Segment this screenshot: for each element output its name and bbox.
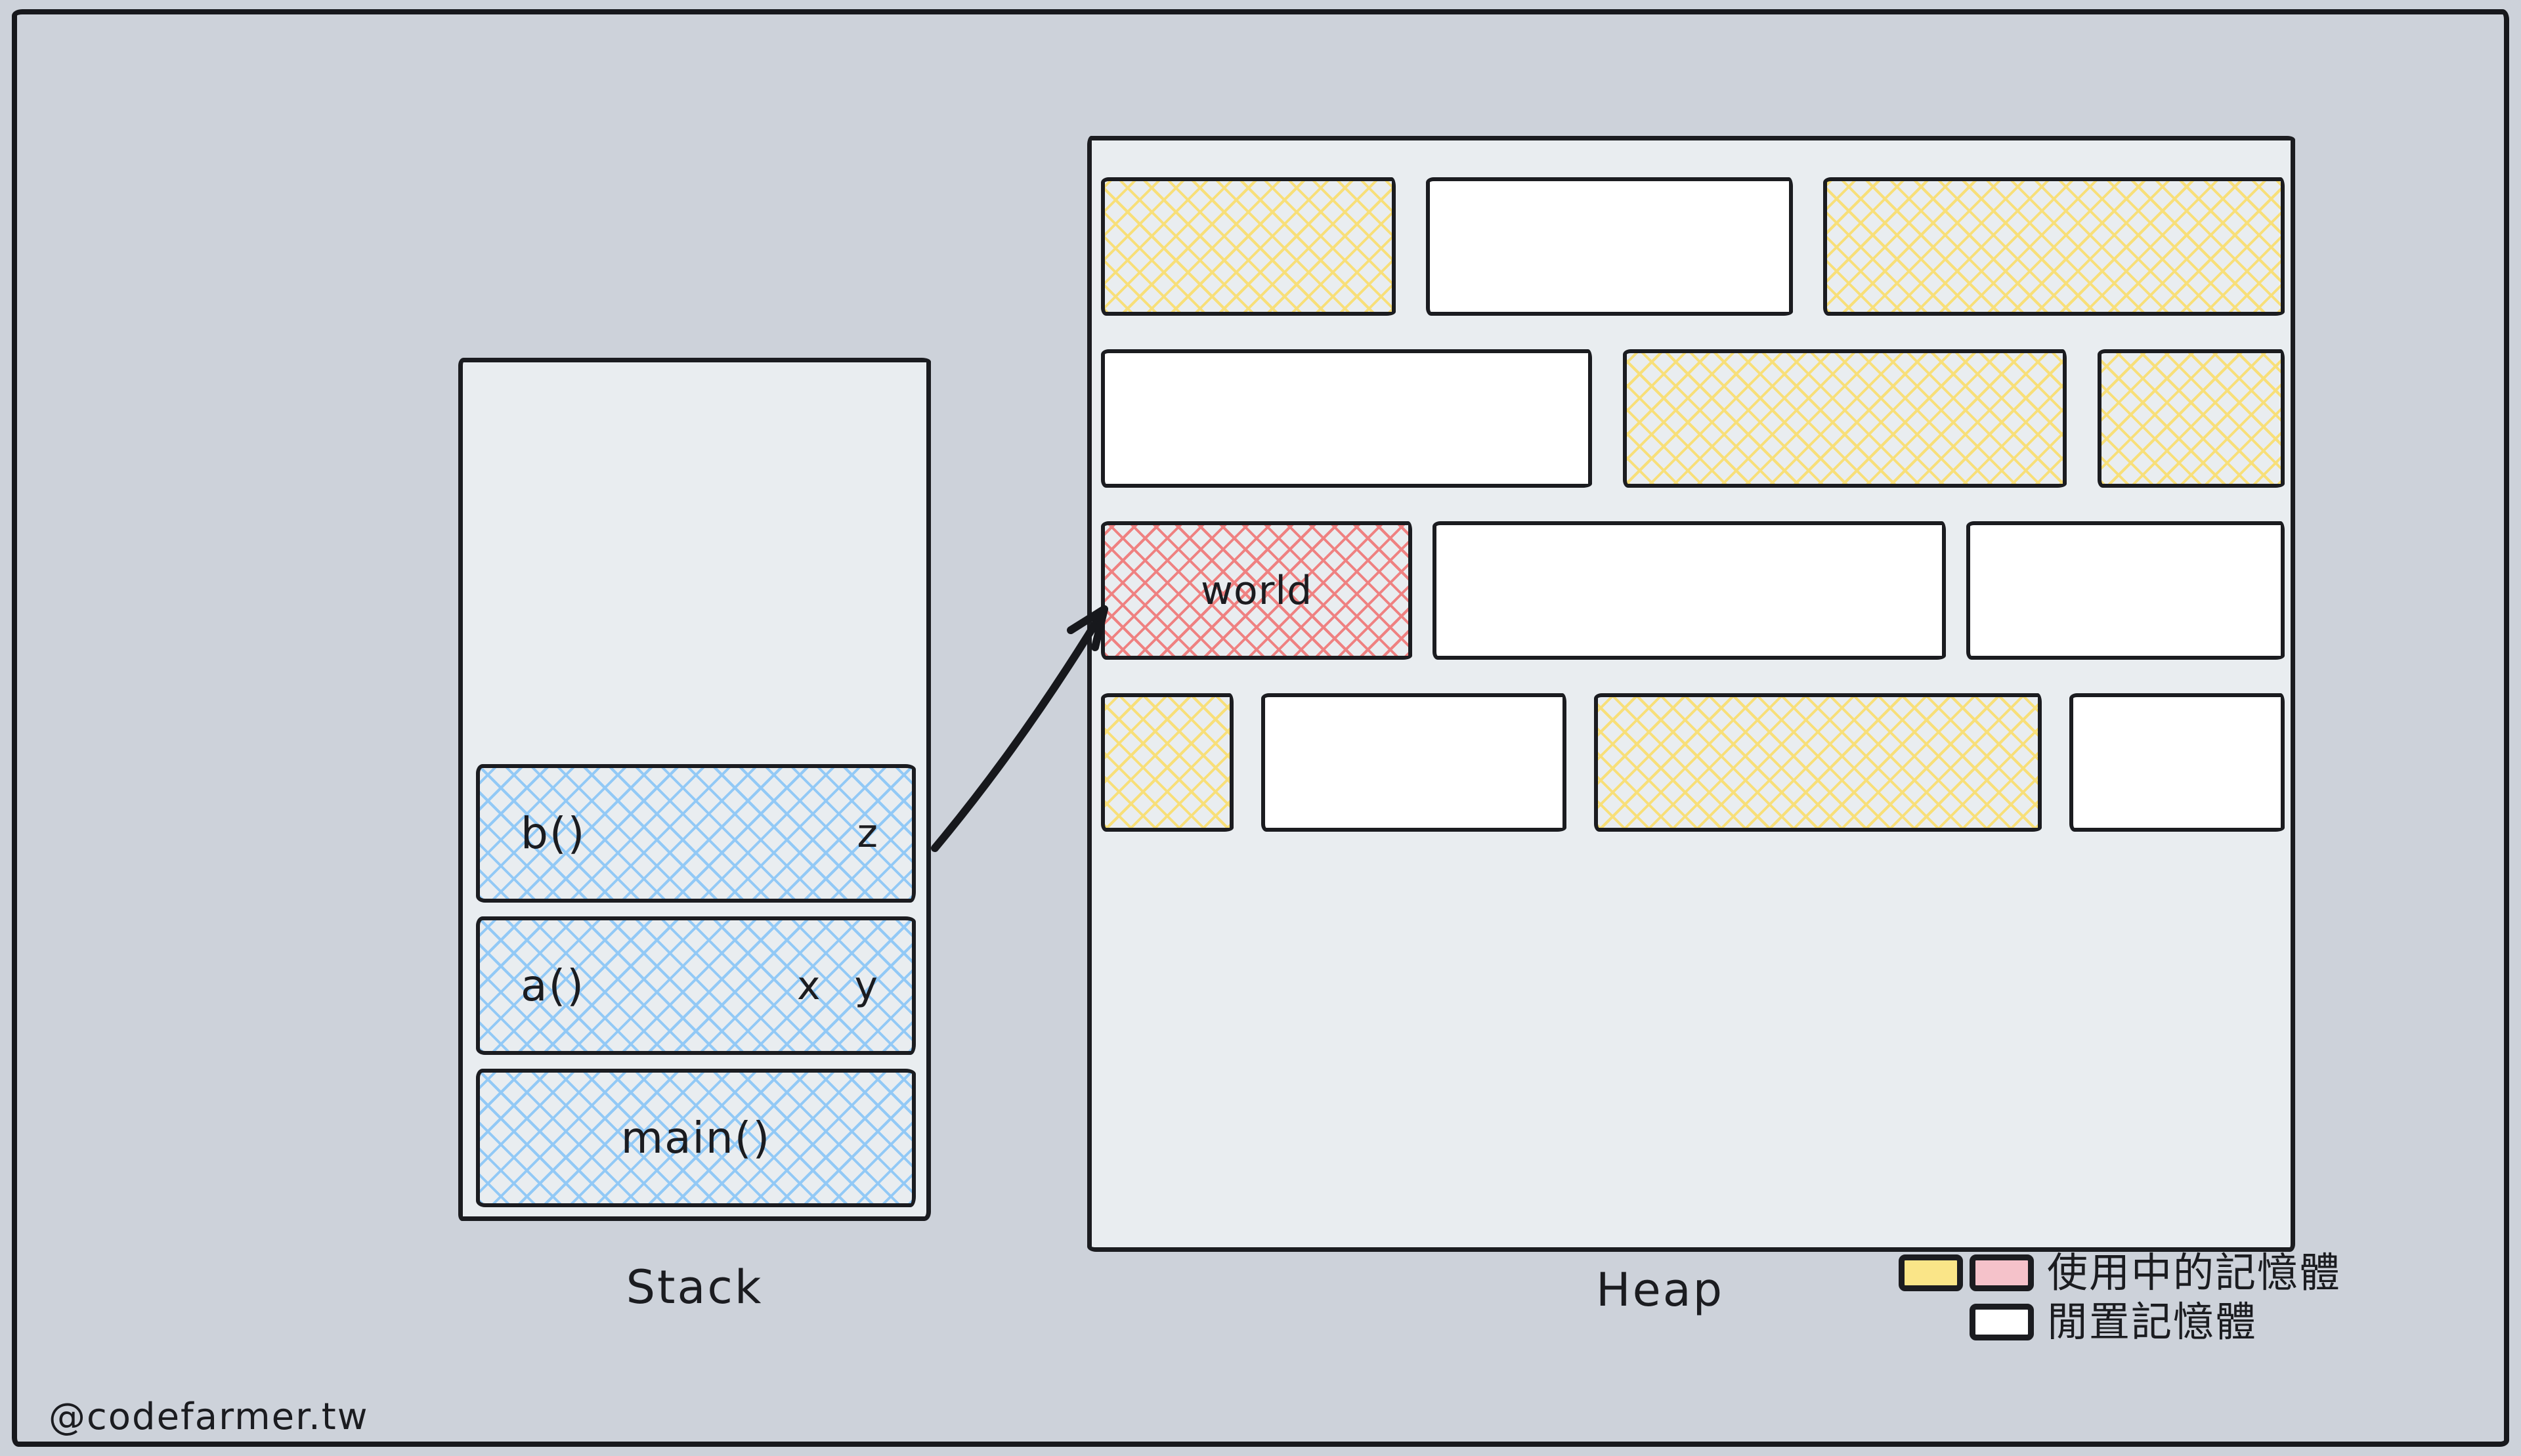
watermark: @codefarmer.tw: [49, 1396, 369, 1438]
heap-block-free-white: [1101, 349, 1593, 488]
legend-free-label: 閒置記憶體: [2047, 1298, 2258, 1346]
frame-fn-label: a(): [521, 960, 585, 1011]
frame-vars: z: [857, 811, 878, 857]
legend-used-swatches: [1899, 1254, 2034, 1291]
frame-fn-label: b(): [521, 808, 586, 859]
frame-var-z: z: [857, 810, 878, 857]
stack-frame-main: main(): [476, 1069, 916, 1207]
heap-label: Heap: [1596, 1263, 1725, 1317]
heap-row-3: world: [1101, 521, 2285, 660]
heap-row-1: [1101, 177, 2285, 316]
legend-used-label: 使用中的記憶體: [2047, 1249, 2342, 1296]
heap-row-2: [1101, 349, 2285, 488]
frame-var-x: x: [796, 962, 821, 1009]
heap-row-4: [1101, 693, 2285, 832]
legend-swatch-pink: [1970, 1254, 2034, 1291]
heap-block-label: world: [1200, 567, 1313, 614]
heap-block-used-yellow: [1822, 177, 2285, 316]
legend-swatch-yellow: [1899, 1254, 1963, 1291]
frame-fn-label: main(): [620, 1113, 771, 1163]
frame-var-y: y: [854, 962, 878, 1009]
stack-label: Stack: [626, 1260, 764, 1314]
heap-block-used-yellow: [1101, 693, 1234, 832]
heap-block-used-yellow: [2098, 349, 2285, 488]
heap-block-used-yellow: [1101, 177, 1396, 316]
stack-frame-b: b() z: [476, 764, 916, 903]
heap-block-used-world: world: [1101, 521, 1413, 660]
pointer-arrow-icon: [931, 605, 1108, 852]
legend-row-free: 閒置記憶體: [1899, 1302, 2341, 1342]
heap-block-used-yellow: [1594, 693, 2042, 832]
heap-block-free-white: [1261, 693, 1567, 832]
heap-container: world: [1087, 136, 2295, 1252]
legend-row-used: 使用中的記憶體: [1899, 1253, 2341, 1293]
heap-block-free-white: [1966, 521, 2285, 660]
heap-block-used-yellow: [1623, 349, 2067, 488]
legend: 使用中的記憶體 閒置記憶體: [1899, 1253, 2341, 1351]
legend-swatch-white: [1970, 1304, 2034, 1340]
heap-block-free-white: [1425, 177, 1793, 316]
legend-free-swatches: [1970, 1304, 2034, 1340]
heap-block-free-white: [2069, 693, 2285, 832]
heap-block-free-white: [1432, 521, 1947, 660]
